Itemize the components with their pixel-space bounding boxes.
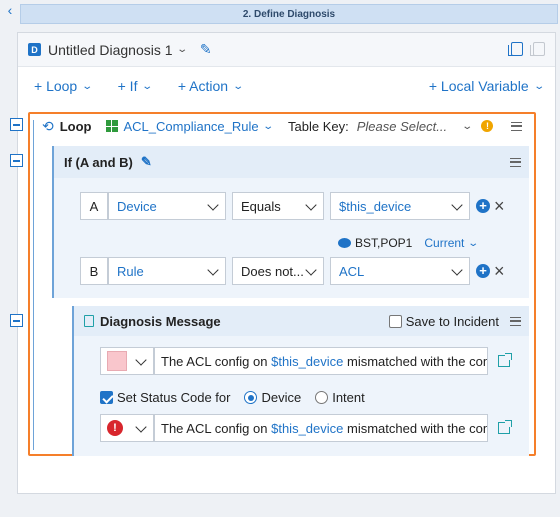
radio-intent[interactable] (315, 391, 329, 404)
context-row: BST,POP1 Current ⌄ (338, 236, 480, 250)
save-to-incident-label: Save to Incident (405, 314, 499, 329)
condition-operator-select[interactable]: Equals (232, 192, 324, 220)
chevron-down-icon (135, 421, 147, 433)
condition-row-b: B Rule Does not... ACL + × (80, 256, 505, 286)
color-select[interactable] (100, 347, 154, 375)
chevron-down-icon (207, 199, 219, 211)
loop-icon: ⟲ (42, 117, 54, 134)
chevron-down-icon[interactable]: ⌄ (175, 44, 188, 55)
status-code-row: Set Status Code for Device Intent (100, 390, 365, 405)
edit-title-icon[interactable]: ✎ (199, 41, 212, 57)
chevron-down-icon[interactable]: ⌄ (461, 120, 474, 132)
chevron-down-icon (305, 264, 317, 276)
status-select[interactable]: ! (100, 414, 154, 442)
if-header: If (A and B) ✎ (54, 146, 529, 178)
chevron-down-icon (305, 199, 317, 211)
action-toolbar: + Loop⌄ + If⌄ + Action⌄ + Local Variable… (18, 73, 555, 99)
add-condition-icon[interactable]: + (476, 264, 490, 278)
edit-condition-icon[interactable]: ✎ (140, 154, 152, 169)
open-external-icon[interactable] (498, 353, 512, 367)
diagnosis-message-label: Diagnosis Message (100, 313, 221, 329)
add-loop-button[interactable]: + Loop⌄ (34, 78, 94, 94)
warning-icon: ! (481, 120, 494, 132)
table-grid-icon (105, 120, 118, 132)
radio-intent-label: Intent (332, 390, 365, 405)
chevron-down-icon (451, 264, 463, 276)
chevron-down-icon: ⌄ (532, 80, 545, 92)
document-icon (84, 315, 94, 327)
step-header: 2. Define Diagnosis (20, 4, 558, 24)
diagnosis-badge-icon: D (28, 43, 41, 56)
diagnosis-title[interactable]: Untitled Diagnosis 1 (48, 41, 173, 58)
diagnosis-message-header: Diagnosis Message Save to Incident (74, 306, 529, 336)
table-key-label: Table Key: (288, 118, 349, 134)
message-row: The ACL config on $this_device mismatche… (100, 346, 512, 376)
table-key-select[interactable]: Please Select... (356, 118, 448, 134)
radio-device-label: Device (261, 390, 302, 405)
step-label: 2. Define Diagnosis (242, 8, 336, 20)
checkbox-icon[interactable] (388, 315, 402, 328)
add-action-button[interactable]: + Action⌄ (177, 78, 245, 94)
condition-value-select[interactable]: ACL (330, 257, 470, 285)
open-external-icon[interactable] (498, 420, 512, 434)
condition-letter: B (80, 257, 108, 285)
chevron-down-icon (451, 199, 463, 211)
chevron-down-icon[interactable]: ⌄ (261, 120, 274, 132)
chevron-down-icon (207, 264, 219, 276)
loop-row: ⟲ Loop ACL_Compliance_Rule ⌄ Table Key: … (36, 114, 530, 138)
radio-device[interactable] (244, 391, 258, 404)
color-swatch (107, 351, 127, 371)
if-label: If (A and B) (64, 154, 133, 170)
loop-menu-icon[interactable] (511, 121, 522, 131)
add-if-button[interactable]: + If⌄ (117, 78, 154, 94)
loop-label: Loop (59, 118, 92, 134)
condition-value-select[interactable]: $this_device (330, 192, 470, 220)
condition-letter: A (80, 192, 108, 220)
condition-row-a: A Device Equals $this_device + × (80, 191, 505, 221)
collapse-loop-toggle[interactable] (10, 118, 23, 131)
remove-condition-icon[interactable]: × (494, 196, 505, 216)
set-status-checkbox[interactable] (100, 391, 113, 404)
diagnosis-message-block: Diagnosis Message Save to Incident The A… (72, 306, 529, 456)
copy-icon[interactable] (508, 42, 523, 56)
chevron-down-icon[interactable]: ⌄ (467, 237, 480, 249)
diagnosis-menu-icon[interactable] (510, 316, 521, 326)
collapse-chevron-icon[interactable]: ‹ (7, 2, 13, 18)
chevron-down-icon (135, 354, 147, 366)
condition-field-select[interactable]: Device (108, 192, 226, 220)
collapse-diagnosis-toggle[interactable] (10, 314, 23, 327)
message-input[interactable]: The ACL config on $this_device mismatche… (154, 347, 488, 375)
chevron-down-icon: ⌄ (81, 80, 94, 92)
loop-rule-select[interactable]: ACL_Compliance_Rule (123, 118, 259, 134)
diagnosis-titlebar: D Untitled Diagnosis 1 ⌄ ✎ (18, 33, 555, 67)
collapse-if-toggle[interactable] (10, 154, 23, 167)
tree-line (33, 120, 34, 450)
chevron-down-icon: ⌄ (141, 80, 154, 92)
context-scope-select[interactable]: Current (424, 236, 465, 250)
status-message-row: ! The ACL config on $this_device mismatc… (100, 413, 512, 443)
chevron-down-icon: ⌄ (232, 80, 245, 92)
remove-condition-icon[interactable]: × (494, 261, 505, 281)
add-condition-icon[interactable]: + (476, 199, 490, 213)
save-to-incident-checkbox[interactable]: Save to Incident (388, 314, 499, 329)
device-group-icon (338, 238, 351, 248)
add-local-variable-button[interactable]: + Local Variable⌄ (428, 78, 545, 94)
error-status-icon: ! (107, 420, 123, 436)
if-block: If (A and B) ✎ A Device Equals $this_dev… (52, 146, 529, 298)
status-message-input[interactable]: The ACL config on $this_device mismatche… (154, 414, 488, 442)
condition-field-select[interactable]: Rule (108, 257, 226, 285)
condition-operator-select[interactable]: Does not... (232, 257, 324, 285)
if-menu-icon[interactable] (510, 157, 521, 167)
paste-icon (530, 42, 545, 56)
context-device: BST,POP1 (355, 236, 413, 250)
set-status-label: Set Status Code for (117, 390, 231, 405)
